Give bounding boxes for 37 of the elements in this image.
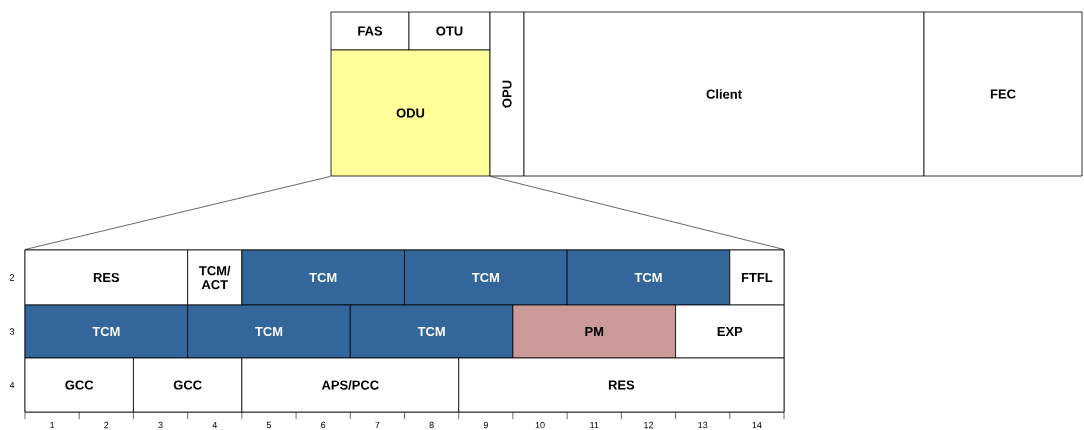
- field-box: FEC: [923, 11, 1083, 177]
- column-number: 10: [535, 421, 545, 429]
- zoom-line: [490, 176, 785, 250]
- field-box: TCM: [24, 304, 189, 359]
- field-box: FTFL: [729, 249, 785, 306]
- field-box: FAS: [330, 11, 410, 51]
- column-number: 1: [50, 421, 55, 429]
- row-number: 2: [9, 274, 15, 281]
- row-number: 4: [9, 381, 15, 389]
- field-box: TCM: [187, 304, 351, 359]
- column-number: 2: [104, 421, 109, 429]
- field-box: TCM/ ACT: [187, 249, 243, 306]
- column-number: 5: [266, 421, 272, 429]
- column-number: 11: [590, 421, 599, 429]
- field-box: TCM: [566, 249, 731, 306]
- field-box: TCM: [404, 249, 568, 306]
- column-number: 4: [212, 421, 217, 429]
- row-number: 3: [9, 328, 15, 335]
- column-number: 12: [644, 421, 653, 429]
- field-box: ODU: [330, 49, 491, 177]
- zoom-line: [24, 176, 331, 250]
- column-number: 7: [375, 421, 380, 429]
- column-number: 6: [321, 421, 326, 429]
- column-number: 8: [429, 421, 434, 429]
- field-box: OTU: [408, 11, 491, 51]
- column-number: 14: [752, 421, 762, 429]
- field-box: OPU: [489, 11, 525, 177]
- field-box: TCM: [349, 304, 514, 359]
- field-box: GCC: [133, 357, 243, 413]
- column-number: 9: [483, 421, 488, 429]
- column-number: 3: [158, 421, 163, 429]
- field-box: APS/PCC: [241, 357, 460, 413]
- field-box: EXP: [675, 304, 785, 359]
- field-box: PM: [512, 304, 676, 359]
- field-box: GCC: [24, 357, 134, 413]
- field-box: TCM: [241, 249, 405, 306]
- column-number: 13: [698, 421, 708, 429]
